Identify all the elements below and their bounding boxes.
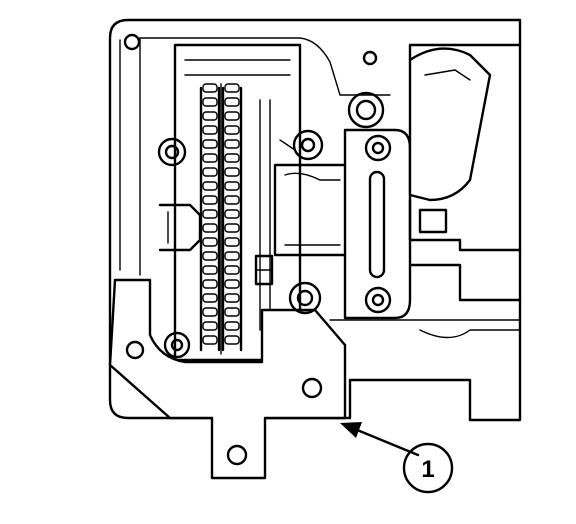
- right-block: [408, 198, 522, 252]
- chain-roller: [224, 181, 240, 191]
- chain-roller: [224, 125, 240, 135]
- chain-roller: [202, 125, 218, 135]
- link-plate-hole-bottom: [364, 286, 392, 314]
- link-plate-slot: [368, 170, 386, 279]
- chain-roller: [202, 265, 218, 275]
- chain-roller: [224, 153, 240, 163]
- bracket-bolt-boss: [288, 281, 322, 315]
- chain-guide-inner: [184, 59, 291, 76]
- chain-roller: [202, 293, 218, 303]
- idler-arm: [279, 139, 296, 151]
- block-bore-left-upper-inner: [164, 144, 180, 160]
- timing-chain: [199, 83, 243, 355]
- chain-guide-slot: [259, 99, 271, 331]
- chain-roller: [224, 83, 240, 93]
- bracket-hole-left: [125, 340, 145, 360]
- cam-boss-inner: [355, 99, 377, 121]
- housing-bolt-hole-top-left: [123, 33, 141, 51]
- chain-roller: [224, 265, 240, 275]
- bracket-hole-right: [301, 377, 323, 399]
- guide-shaft: [273, 163, 347, 257]
- right-lever-edge: [424, 69, 471, 81]
- link-plate-hole-top-inner: [371, 141, 385, 155]
- right-lever: [408, 47, 492, 202]
- housing-bolt-hole-top-mid: [362, 50, 378, 66]
- chain-roller: [202, 223, 218, 233]
- callout-circle: [402, 442, 454, 494]
- chain-roller: [202, 237, 218, 247]
- chain-roller: [224, 251, 240, 261]
- chain-roller: [202, 251, 218, 261]
- link-plate-hole-top: [364, 134, 392, 162]
- bracket-hole-tab: [226, 444, 248, 466]
- chain-roller: [224, 195, 240, 205]
- chain-roller: [224, 293, 240, 303]
- link-plate-hole-bottom-inner: [371, 293, 385, 307]
- callout-arrowhead: [340, 422, 362, 438]
- chain-roller: [202, 153, 218, 163]
- chain-roller: [202, 195, 218, 205]
- idler-boss-inner: [300, 137, 316, 153]
- chain-roller: [202, 83, 218, 93]
- chain-roller: [202, 335, 218, 345]
- block-bore-left-lower-inner: [170, 338, 184, 352]
- tensioner-bracket: [158, 203, 202, 252]
- chain-roller: [224, 139, 240, 149]
- bracket-bolt-boss-inner: [296, 289, 314, 307]
- chain-roller: [202, 139, 218, 149]
- block-bore-left-lower: [163, 331, 191, 359]
- chain-roller: [202, 307, 218, 317]
- chain-roller: [202, 181, 218, 191]
- right-housing-edge: [408, 43, 522, 62]
- chain-roller: [224, 209, 240, 219]
- chain-roller: [202, 111, 218, 121]
- right-block-tab: [418, 208, 448, 234]
- chain-roller: [224, 223, 240, 233]
- idler-boss: [292, 129, 324, 161]
- chain-roller: [202, 321, 218, 331]
- cam-boss: [347, 91, 385, 129]
- block-bore-left-upper: [157, 137, 187, 167]
- guide-shaft-detail: [284, 172, 341, 246]
- chain-roller: [202, 167, 218, 177]
- chain-roller: [224, 335, 240, 345]
- right-lower-rail: [408, 263, 522, 302]
- chain-roller: [202, 97, 218, 107]
- housing-inner-edge: [139, 37, 391, 96]
- mounting-bracket: [108, 278, 347, 480]
- chain-roller: [224, 279, 240, 289]
- chain-roller: [224, 307, 240, 317]
- link-plate: [343, 128, 412, 320]
- chain-roller: [202, 279, 218, 289]
- chain-roller: [224, 167, 240, 177]
- right-lower-detail: [329, 319, 521, 339]
- chain-roller: [224, 111, 240, 121]
- chain-roller: [224, 321, 240, 331]
- callout-label: 1: [421, 456, 434, 483]
- chain-roller: [202, 209, 218, 219]
- chain-roller: [224, 97, 240, 107]
- chain-roller: [224, 237, 240, 247]
- housing-outline: [108, 18, 522, 422]
